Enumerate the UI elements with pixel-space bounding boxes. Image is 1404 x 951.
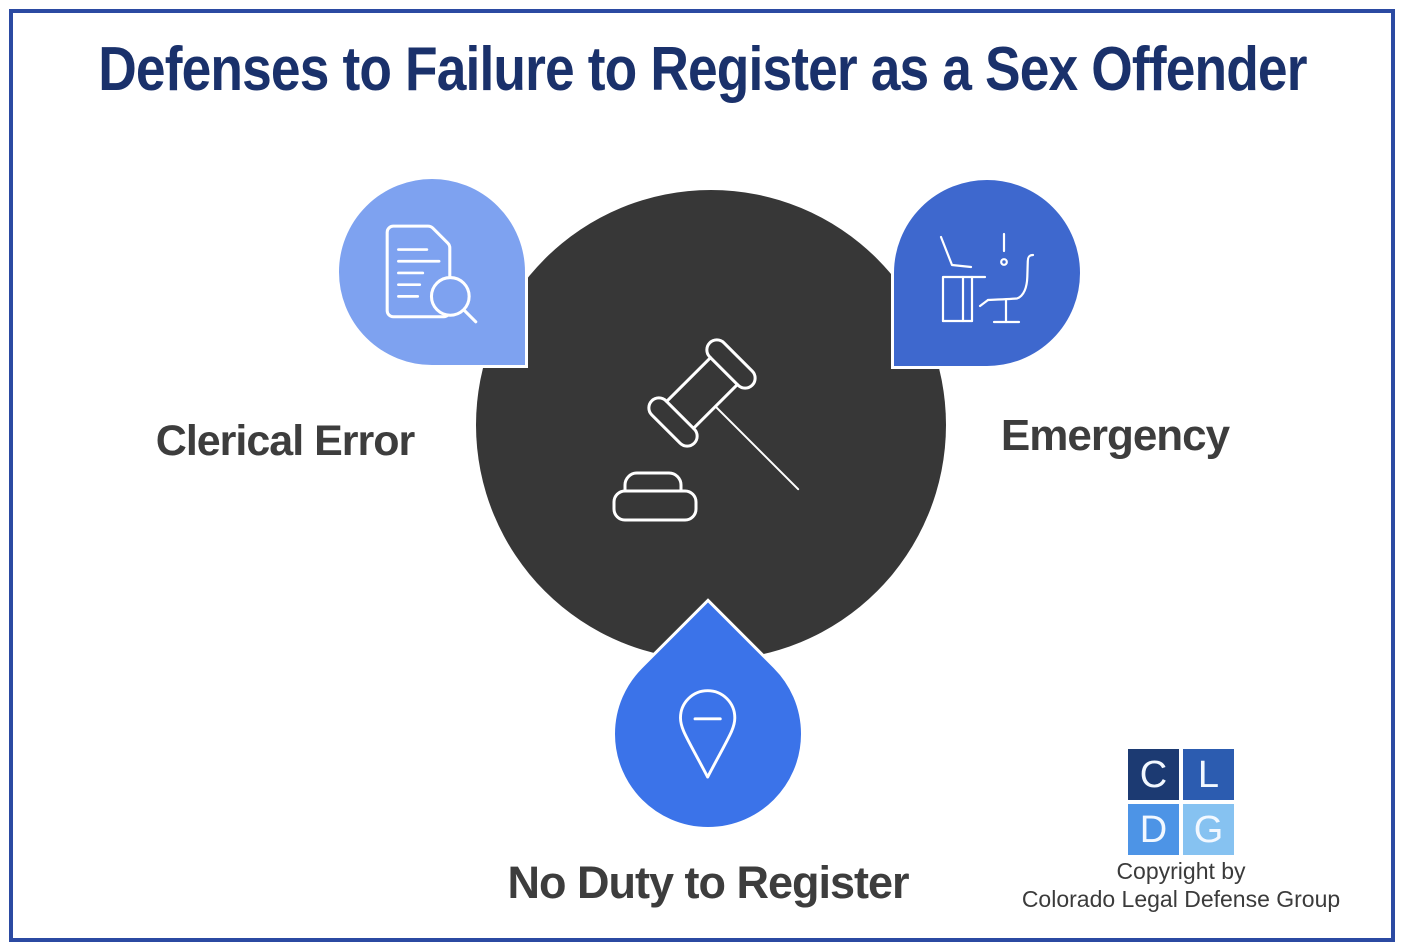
page-title: Defenses to Failure to Register as a Sex…: [98, 35, 1307, 104]
logo-letter-g: G: [1183, 804, 1234, 855]
document-search-icon: [385, 224, 478, 324]
logo-letter-c: C: [1128, 749, 1179, 800]
center-circle: [476, 190, 946, 660]
location-pin-minus-icon: [679, 688, 737, 779]
cldg-logo: C L D G: [1128, 749, 1234, 855]
logo-letter-l: L: [1183, 749, 1234, 800]
bubble-emergency: [891, 177, 1083, 369]
page-border: [9, 9, 1395, 942]
copyright-line1: Copyright by: [1116, 858, 1246, 884]
icon-wrapper: [674, 686, 742, 783]
gavel-icon: [612, 338, 800, 522]
empty-desk-chair-icon: [939, 232, 1035, 324]
logo-letter-d: D: [1128, 804, 1179, 855]
copyright-line2: Colorado Legal Defense Group: [1021, 885, 1341, 912]
bubble-no-duty-to-register: [572, 598, 844, 870]
label-no-duty-to-register: No Duty to Register: [507, 857, 909, 908]
bubble-clerical-error: [336, 176, 528, 368]
copyright-notice: Copyright by Colorado Legal Defense Grou…: [1008, 858, 1354, 913]
label-emergency: Emergency: [1000, 411, 1230, 460]
label-clerical-error: Clerical Error: [155, 417, 415, 465]
